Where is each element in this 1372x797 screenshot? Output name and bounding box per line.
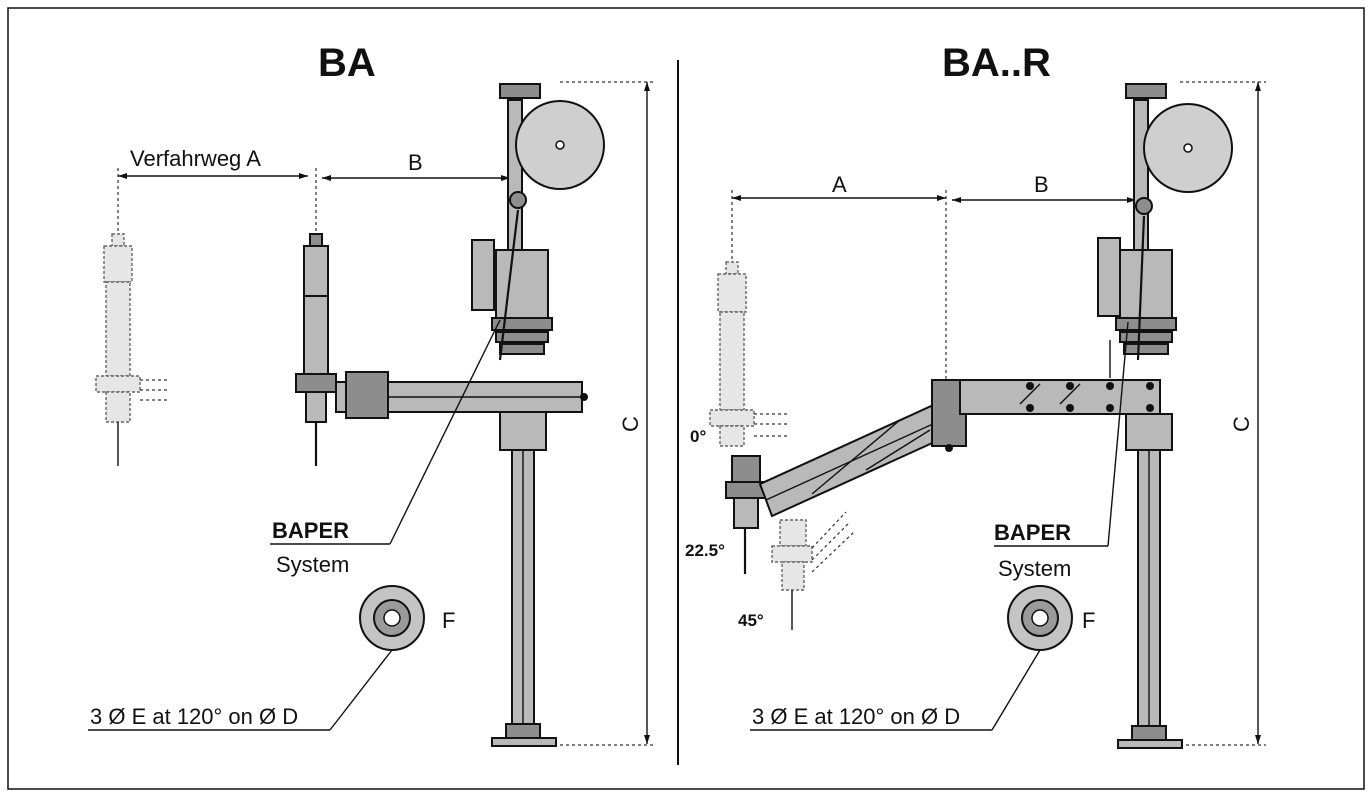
right-title: BA..R [942,41,1051,85]
left-dimension-c: C [560,81,655,746]
right-system-callout: BAPER System [994,321,1129,581]
right-flange: F 3 Ø E at 120° on Ø D [750,585,1095,731]
right-system-brand: BAPER [994,520,1071,545]
left-hole-note: 3 Ø E at 120° on Ø D [90,704,298,729]
left-ghost-tool [95,233,168,466]
right-tool-22 [725,455,767,574]
left-flange: F 3 Ø E at 120° on Ø D [88,585,455,731]
right-arm-bolts [1026,382,1154,412]
right-arm [758,340,1161,518]
left-title: BA [318,41,376,85]
left-tool [295,233,337,466]
left-system-callout: BAPER System [270,319,501,577]
left-dim-b-label: B [408,150,423,175]
left-panel-ba: BA Verfahrweg A B C [88,41,655,747]
left-flange-label: F [442,608,455,633]
left-system-word: System [276,552,349,577]
right-ghost-tool-0 [709,261,790,447]
left-arm [335,371,588,419]
right-dimension-a: A [731,172,947,384]
right-ghost-tool-45 [771,511,855,630]
right-head [1097,83,1233,361]
right-flange-label: F [1082,608,1095,633]
left-dimension-b: B [322,150,510,181]
left-dim-c-label: C [618,416,643,432]
right-dimension-c: C [1180,81,1266,746]
right-angle-0: 0° [690,427,706,446]
right-hole-note: 3 Ø E at 120° on Ø D [752,704,960,729]
left-head [471,83,605,361]
left-dimension-travel: Verfahrweg A [117,146,317,236]
left-system-brand: BAPER [272,518,349,543]
right-panel-bar: BA..R A B C [685,41,1266,749]
right-system-word: System [998,556,1071,581]
left-travel-label: Verfahrweg A [130,146,261,171]
right-dim-b-label: B [1034,172,1049,197]
left-column [491,411,557,747]
right-dim-c-label: C [1229,416,1254,432]
right-angle-22: 22.5° [685,541,725,560]
right-dim-a-label: A [832,172,847,197]
right-angle-45: 45° [738,611,764,630]
drawing-frame [7,7,1365,790]
right-column [1117,413,1183,749]
right-dimension-b: B [952,172,1136,203]
